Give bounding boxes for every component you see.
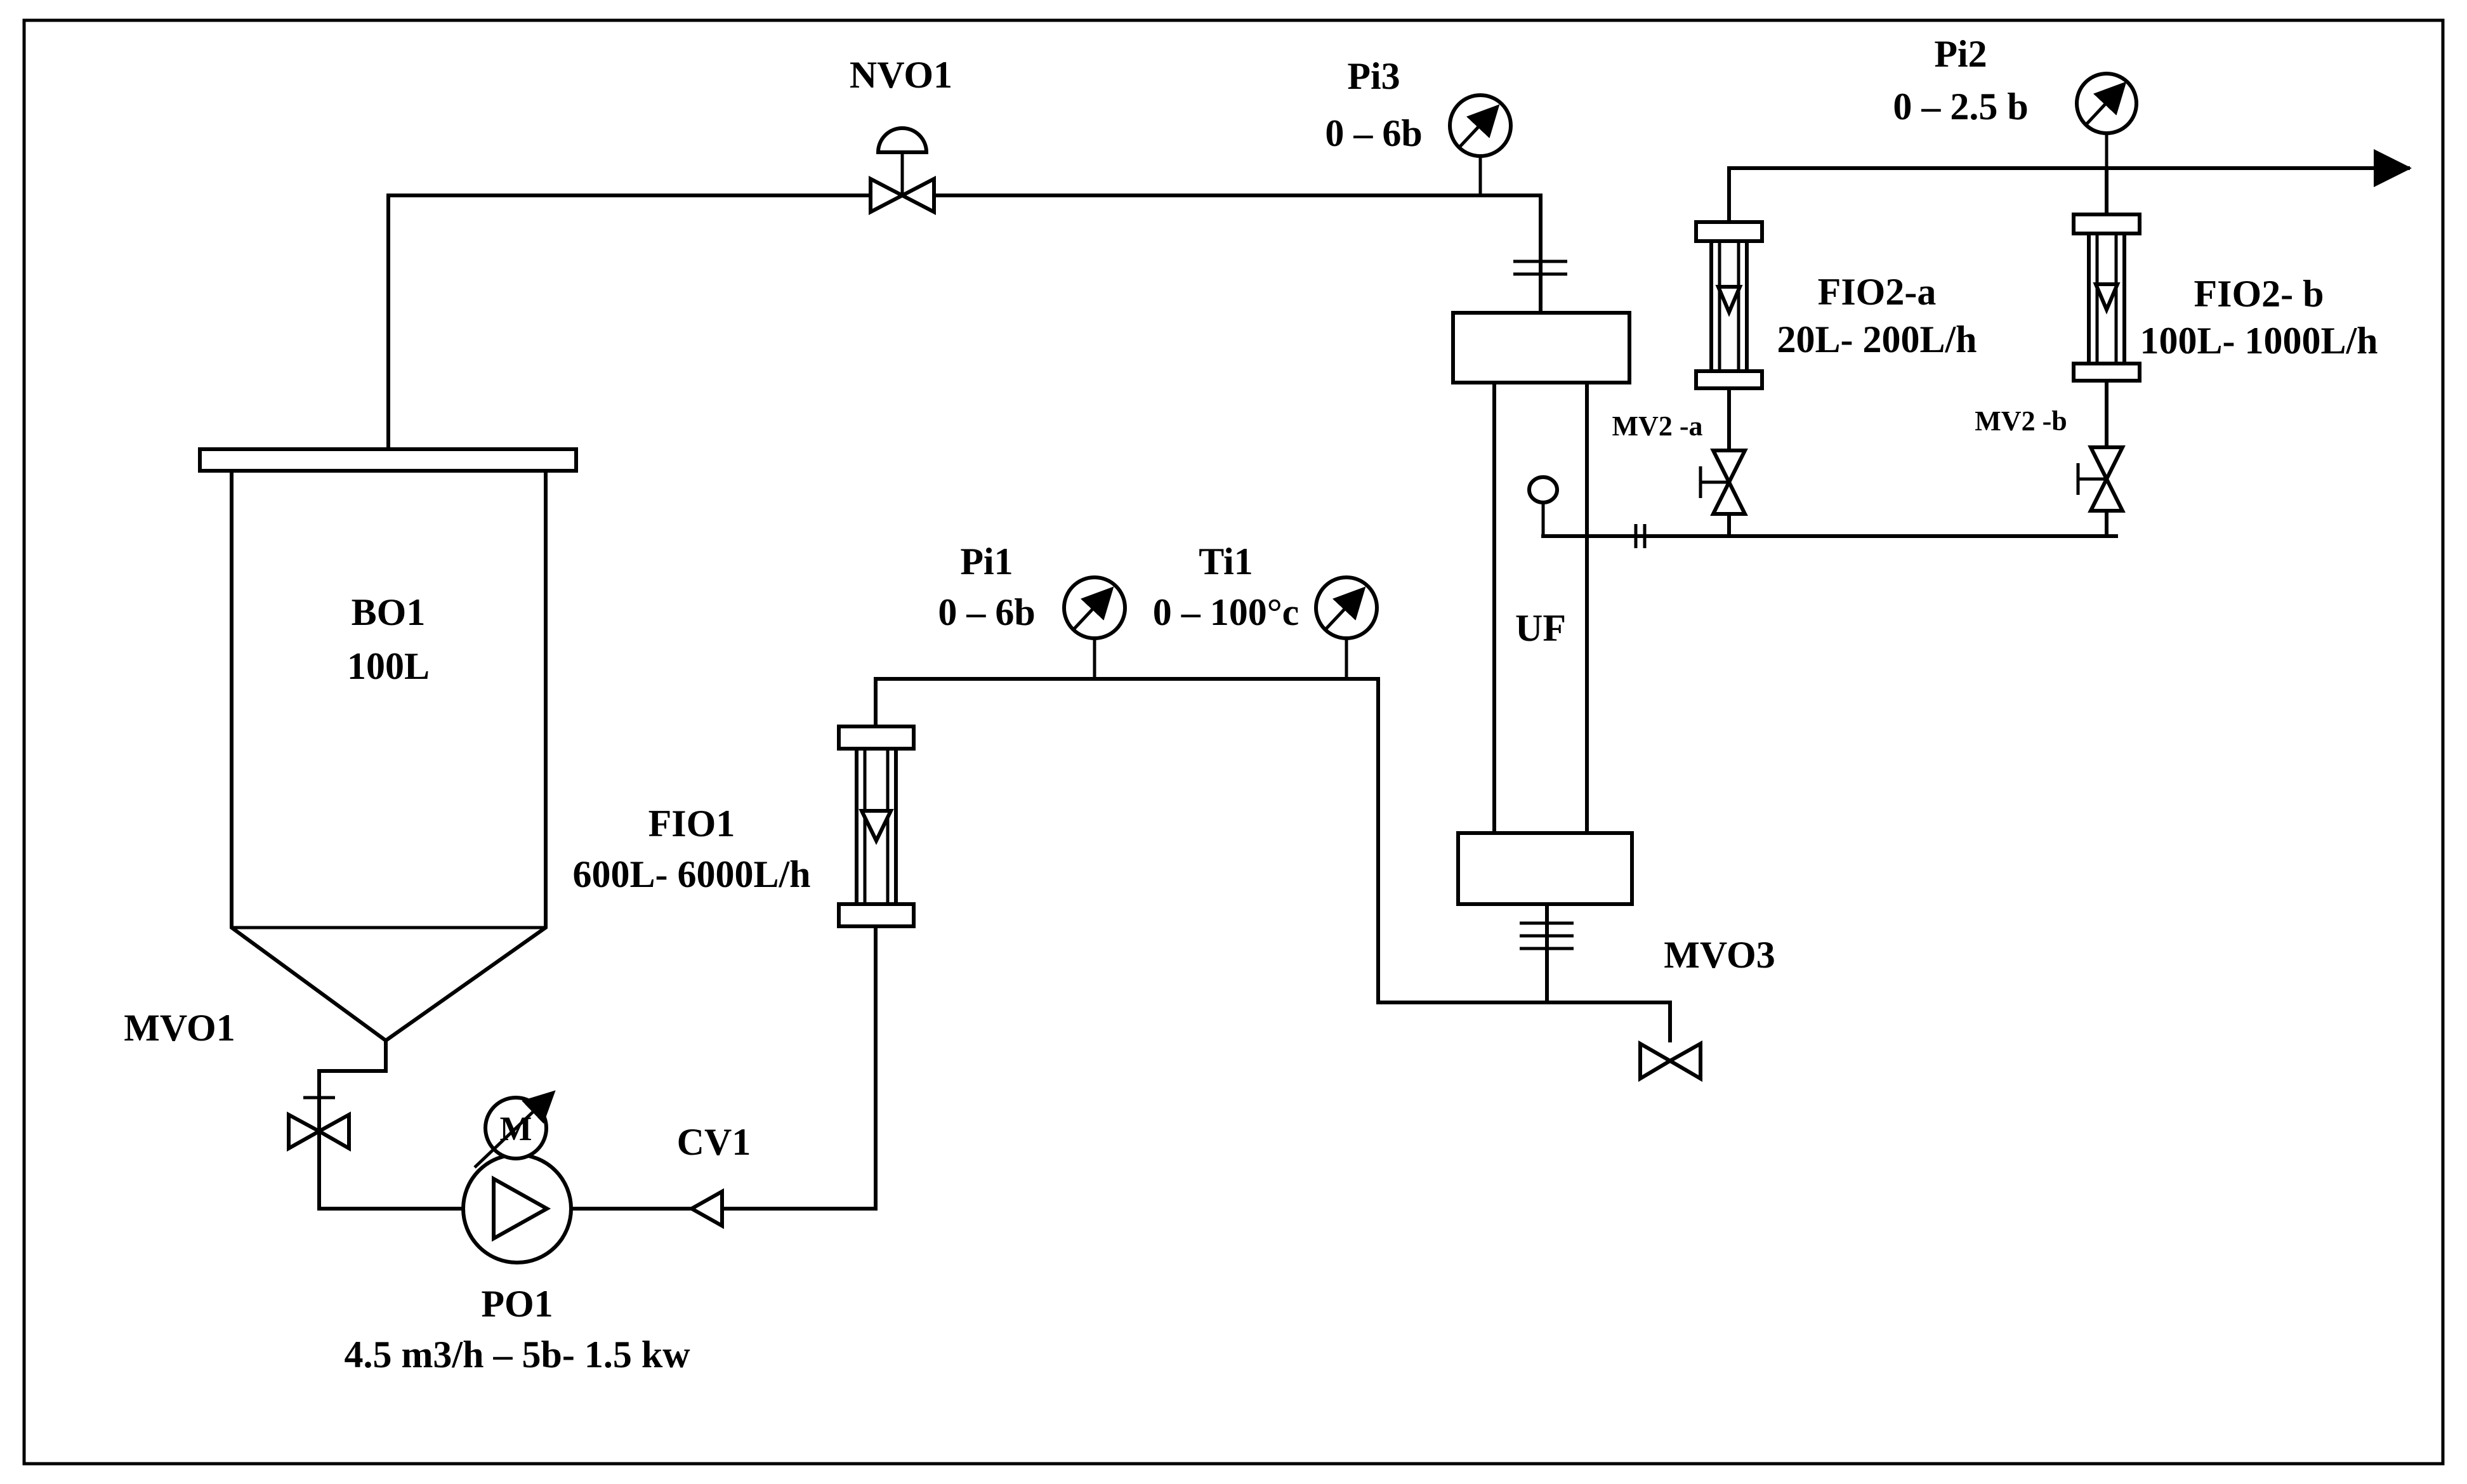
diagram-frame (22, 18, 2445, 1466)
uf-permeate-probe (1527, 475, 1559, 536)
valve-mvo1-label: MVO1 (124, 1007, 235, 1049)
gauge-pi2-label: Pi2 (1934, 33, 1987, 75)
valve-nvo1[interactable] (869, 126, 936, 215)
pipe-tank-to-uf (386, 194, 1543, 451)
uf-label: UF (1515, 607, 1566, 649)
pressure-gauge-pi1 (1062, 575, 1127, 679)
gauge-ti1-label: Ti1 (1199, 541, 1253, 582)
valve-mv2b[interactable] (2076, 445, 2126, 513)
gauge-pi3-label: Pi3 (1347, 55, 1400, 97)
check-valve-cv1-label: CV1 (677, 1121, 751, 1163)
valve-nvo1-label: NVO1 (850, 54, 952, 96)
valve-mvo3[interactable] (1638, 1040, 1702, 1082)
valve-mvo1[interactable] (287, 1096, 351, 1152)
uf-module (1451, 311, 1634, 906)
flowmeter-fio2b (2072, 213, 2141, 383)
pipe-feed-upper (874, 677, 1380, 728)
pipe-tank-outlet (317, 1039, 465, 1211)
valve-mv2a[interactable] (1699, 449, 1748, 516)
valve-mv2b-label: MV2 -b (1975, 405, 2067, 437)
gauge-pi1-range: 0 – 6b (938, 591, 1035, 633)
gauge-pi3-range: 0 – 6b (1325, 112, 1422, 154)
pressure-gauge-pi2 (2075, 72, 2138, 135)
flowmeter-fio2b-range: 100L- 1000L/h (2140, 320, 2378, 362)
gauge-ti1-range: 0 – 100°c (1153, 591, 1299, 633)
valve-mv2a-label: MV2 -a (1612, 410, 1703, 442)
flowmeter-fio1-label: FIO1 (648, 803, 735, 844)
tank-bo1-volume: 100L (347, 645, 430, 687)
tank-bo1 (198, 447, 578, 1043)
motor-label: M (500, 1110, 532, 1148)
pipe-pump-to-fio1 (569, 924, 878, 1211)
flowmeter-fio1-range: 600L- 6000L/h (572, 853, 810, 895)
pump-po1-label: PO1 (481, 1283, 553, 1325)
pump-po1-spec: 4.5 m3/h – 5b- 1.5 kw (344, 1334, 690, 1376)
temperature-gauge-ti1 (1314, 575, 1379, 679)
gauge-pi1-label: Pi1 (960, 541, 1013, 582)
motor-icon (473, 1090, 556, 1169)
flowmeter-fio2a-label: FIO2-a (1818, 271, 1937, 313)
flowmeter-fio2a (1694, 220, 1764, 390)
check-valve-cv1[interactable] (687, 1188, 724, 1230)
pipe-uf-drain (1376, 677, 1672, 1042)
pump-po1[interactable] (461, 1153, 573, 1264)
pressure-gauge-pi3 (1448, 93, 1513, 195)
gauge-pi2-range: 0 – 2.5 b (1893, 86, 2028, 128)
valve-mvo3-label: MVO3 (1664, 934, 1775, 976)
tank-bo1-label: BO1 (352, 591, 426, 633)
flowmeter-fio1 (837, 725, 916, 928)
flowmeter-fio2b-label: FIO2- b (2194, 273, 2324, 315)
flowmeter-fio2a-range: 20L- 200L/h (1777, 318, 1977, 360)
